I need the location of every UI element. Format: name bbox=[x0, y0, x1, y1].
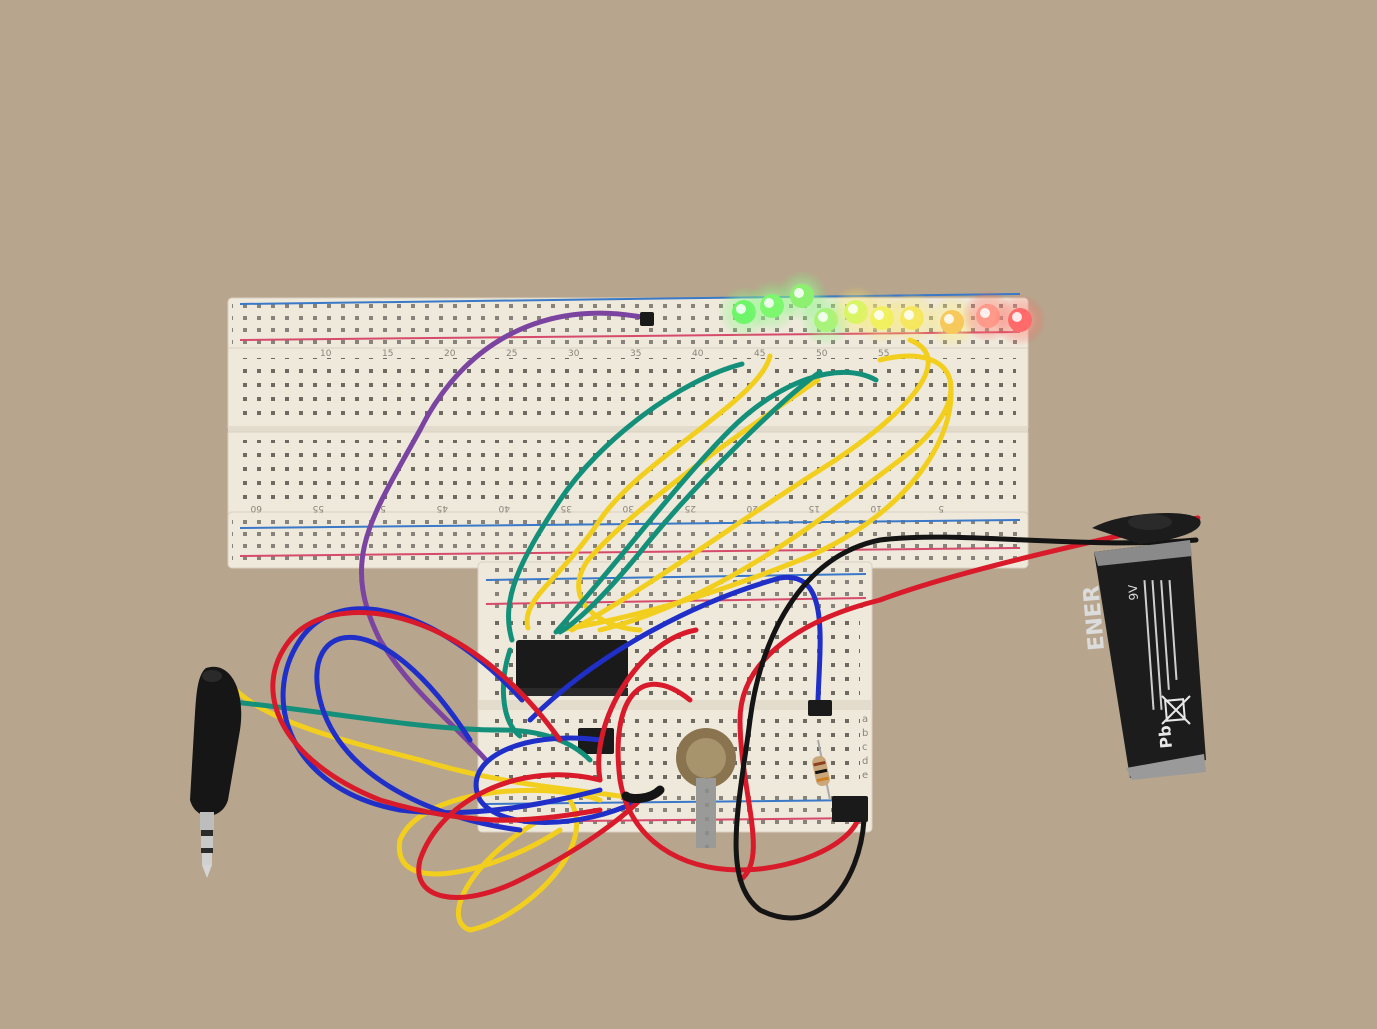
red-wire bbox=[416, 772, 643, 900]
yellow-wire bbox=[396, 787, 603, 877]
yellow-wire bbox=[597, 353, 954, 633]
led-highlight bbox=[764, 298, 774, 308]
black-wire bbox=[621, 785, 665, 803]
red-wire bbox=[615, 681, 863, 873]
green-wire bbox=[553, 369, 879, 635]
column-number: 45 bbox=[754, 349, 765, 359]
column-number: 5 bbox=[938, 503, 944, 513]
yellow-wire bbox=[524, 353, 773, 631]
column-number: 30 bbox=[568, 349, 580, 359]
column-number: 60 bbox=[250, 503, 262, 513]
column-number: 55 bbox=[878, 349, 889, 359]
column-number: 25 bbox=[685, 503, 696, 513]
yellow-wire bbox=[456, 797, 579, 933]
battery-brand-text: ENER bbox=[1079, 584, 1110, 651]
yellow-wire bbox=[569, 337, 931, 633]
row-letter: a bbox=[862, 714, 868, 725]
blue-wire bbox=[527, 574, 823, 723]
led-highlight bbox=[1012, 312, 1022, 322]
red-wire bbox=[596, 627, 699, 783]
ic-chip bbox=[516, 640, 628, 696]
purple-wire bbox=[358, 310, 649, 763]
red-wire bbox=[737, 515, 1201, 883]
crossed-bin-icon bbox=[1161, 695, 1191, 725]
led-highlight bbox=[980, 308, 990, 318]
column-number: 35 bbox=[561, 503, 572, 513]
jumper-wires bbox=[227, 310, 1201, 933]
breadboard-column-numbers-top: 10 15 20 25 30 35 40 45 50 55 bbox=[320, 349, 889, 359]
potentiometer bbox=[676, 728, 736, 848]
resistor bbox=[812, 739, 831, 801]
column-number: 50 bbox=[816, 349, 828, 359]
blue-wire bbox=[473, 735, 643, 825]
green-wire bbox=[506, 361, 745, 643]
led-highlight bbox=[818, 312, 828, 322]
led-highlight bbox=[794, 288, 804, 298]
column-number: 40 bbox=[692, 349, 704, 359]
column-number: 55 bbox=[313, 503, 324, 513]
column-number: 35 bbox=[630, 349, 641, 359]
column-number: 20 bbox=[444, 349, 456, 359]
led-highlight bbox=[944, 314, 954, 324]
column-number: 30 bbox=[622, 503, 634, 513]
green-wire bbox=[557, 369, 823, 635]
connector-header bbox=[640, 312, 654, 326]
row-letter: d bbox=[862, 756, 868, 767]
led-highlight bbox=[904, 310, 914, 320]
column-number: 10 bbox=[320, 349, 332, 359]
led-highlight bbox=[874, 310, 884, 320]
row-letter: e bbox=[862, 770, 868, 781]
column-number: 10 bbox=[870, 503, 882, 513]
green-wire bbox=[500, 647, 523, 739]
audio-jack bbox=[190, 666, 242, 878]
column-number: 45 bbox=[437, 503, 448, 513]
led-highlight bbox=[736, 304, 746, 314]
battery-voltage-text: 9V bbox=[1126, 583, 1141, 601]
row-letter: c bbox=[862, 742, 868, 753]
column-number: 20 bbox=[746, 503, 758, 513]
column-number: 25 bbox=[506, 349, 517, 359]
black-wire bbox=[733, 534, 1199, 921]
led-bar bbox=[718, 270, 1046, 348]
connector-header bbox=[808, 700, 832, 716]
column-number: 40 bbox=[498, 503, 510, 513]
row-letter: b bbox=[862, 728, 868, 739]
column-number: 15 bbox=[809, 503, 820, 513]
connector-header bbox=[832, 796, 868, 822]
nine-volt-battery: ENER 9V Pb bbox=[1079, 513, 1206, 780]
yellow-wire bbox=[557, 377, 954, 633]
red-wire bbox=[270, 610, 603, 823]
blue-wire bbox=[314, 634, 523, 833]
battery-pb-mark: Pb bbox=[1155, 725, 1176, 750]
column-number: 15 bbox=[382, 349, 393, 359]
led-highlight bbox=[848, 304, 858, 314]
